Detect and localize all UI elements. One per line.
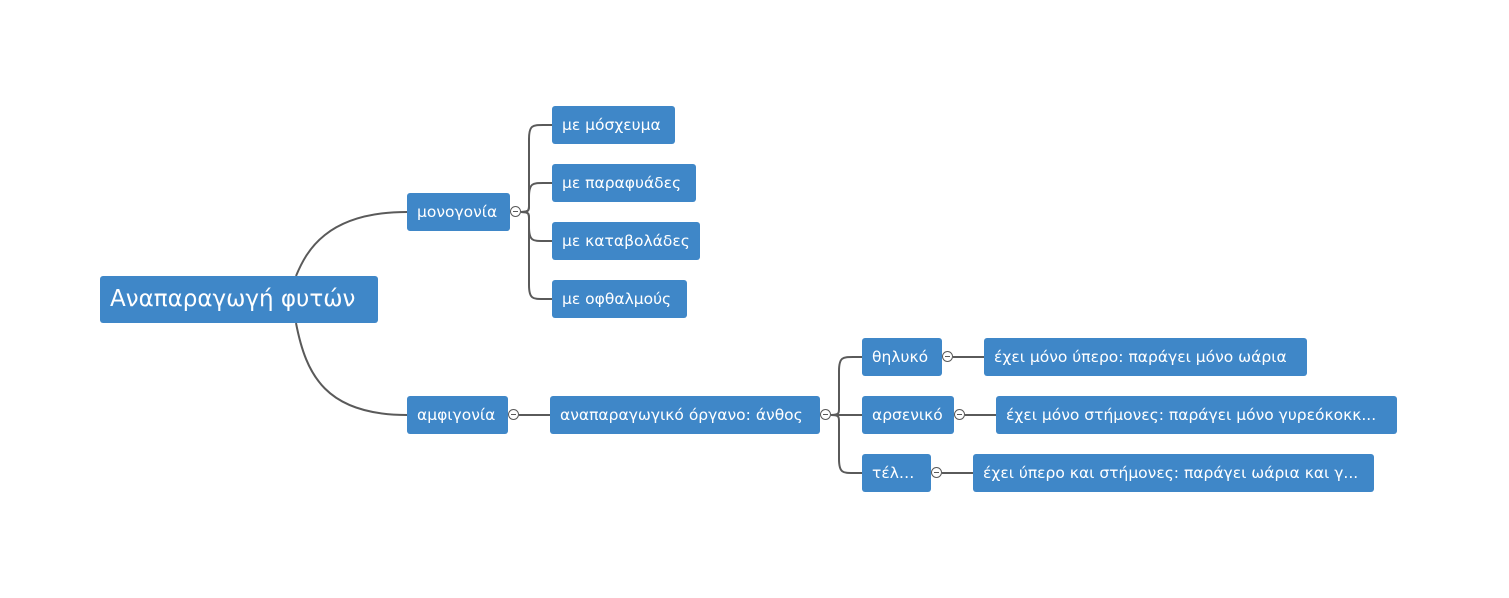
link-organ-teleio — [830, 414, 862, 474]
collapse-amfigonia-icon[interactable] — [508, 409, 519, 420]
topic-me-mosxeuma[interactable]: με μόσχευμα — [552, 106, 675, 144]
link-mono-m2 — [520, 182, 552, 213]
topic-arseniko-detail[interactable]: έχει μόνο στήμονες: παράγει μόνο γυρεόκο… — [996, 396, 1397, 434]
collapse-thilyko-icon[interactable] — [942, 351, 953, 362]
topic-amfigonia[interactable]: αμφιγονία — [407, 396, 508, 434]
topic-thilyko[interactable]: θηλυκό — [862, 338, 942, 376]
collapse-teleio-icon[interactable] — [931, 467, 942, 478]
collapse-arseniko-icon[interactable] — [954, 409, 965, 420]
collapse-organo-icon[interactable] — [820, 409, 831, 420]
root-topic[interactable]: Αναπαραγωγή φυτών — [100, 276, 378, 323]
link-root-mono — [295, 211, 408, 277]
topic-thilyko-detail[interactable]: έχει μόνο ύπερο: παράγει μόνο ωάρια — [984, 338, 1307, 376]
link-organ-thily — [830, 356, 862, 416]
topic-teleio[interactable]: τέλειο — [862, 454, 931, 492]
link-root-amfi — [295, 322, 408, 416]
topic-teleio-detail[interactable]: έχει ύπερο και στήμονες: παράγει ωάρια κ… — [973, 454, 1374, 492]
topic-me-katavolades[interactable]: με καταβολάδες — [552, 222, 700, 260]
topic-me-parafyades[interactable]: με παραφυάδες — [552, 164, 696, 202]
topic-monogonia[interactable]: μονογονία — [407, 193, 510, 231]
topic-me-ofthalmous[interactable]: με οφθαλμούς — [552, 280, 687, 318]
collapse-monogonia-icon[interactable] — [510, 206, 521, 217]
link-mono-m3 — [520, 211, 552, 242]
topic-anaparagogiko-organo[interactable]: αναπαραγωγικό όργανο: άνθος — [550, 396, 820, 434]
topic-arseniko[interactable]: αρσενικό — [862, 396, 954, 434]
link-mono-m1 — [520, 124, 552, 213]
link-mono-m4 — [520, 211, 552, 300]
